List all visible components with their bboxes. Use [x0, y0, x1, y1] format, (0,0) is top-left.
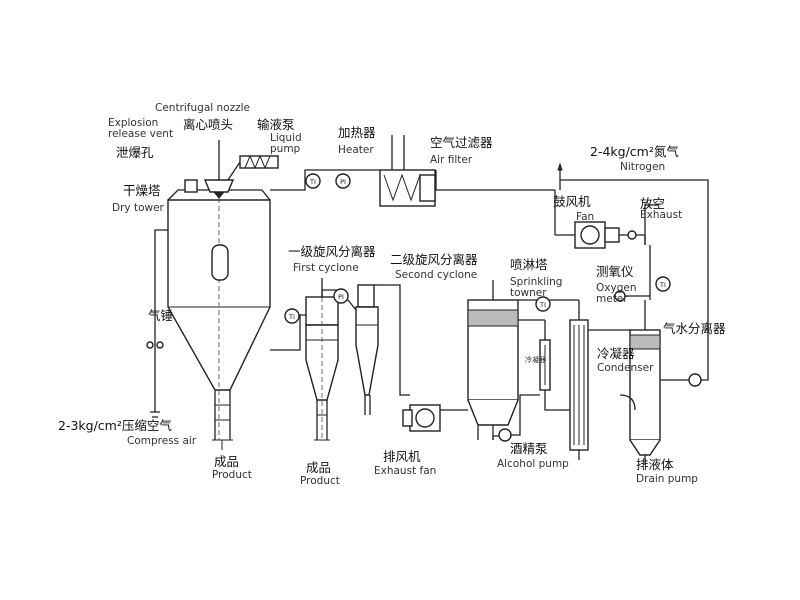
air-filter-label-en: Air filter	[430, 154, 473, 166]
explosion-release-vent	[184, 179, 198, 193]
condenser-label-en: Condenser	[597, 362, 654, 374]
alcohol-pump-label-en: Alcohol pump	[497, 458, 569, 470]
alcohol-pump-label-cn: 酒精泵	[510, 441, 548, 456]
centrifugal-nozzle-label-cn: 离心喷头	[183, 117, 234, 132]
pi-gauge-2-label: PI	[338, 293, 344, 301]
product-label-2-en: Product	[300, 475, 340, 487]
nitrogen-label-en: Nitrogen	[620, 161, 666, 173]
compress-air-label-cn: 2-3kg/cm²压缩空气	[58, 418, 172, 433]
first-cyclone-label-cn: 一级旋风分离器	[288, 244, 376, 259]
fan	[554, 190, 646, 249]
dry-tower-label-cn: 干燥塔	[123, 183, 161, 198]
ti-gauge-4	[655, 276, 671, 292]
alcohol-pump	[498, 394, 540, 442]
pi-gauge-2	[333, 288, 349, 304]
oxygen-meter-label-cn: 测氧仪	[596, 264, 634, 279]
explosion-vent-label-cn: 泄爆孔	[116, 145, 154, 160]
liquid-pump-label-cn: 输液泵	[257, 117, 295, 132]
exhaust-label-cn: 放空	[640, 196, 666, 211]
second-cyclone-label-en: Second cyclone	[395, 269, 478, 281]
pi-gauge-1	[335, 173, 351, 189]
oxygen-meter-label-en: Oxygen meter	[596, 282, 637, 306]
liquid-pump	[227, 154, 279, 181]
ti-gauge-2-label: TI	[289, 313, 295, 321]
cyclone-link-pipe	[321, 289, 357, 311]
second-cyclone-label-cn: 二级旋风分离器	[390, 252, 478, 267]
hammer-label-cn: 气锤	[148, 308, 174, 323]
heater-label-en: Heater	[338, 144, 374, 156]
ti-gauge-1	[305, 173, 321, 189]
heater-label-cn: 加热器	[338, 125, 376, 140]
sprinkling-label-cn: 喷淋塔	[510, 257, 548, 272]
pi-gauge-1-label: PI	[340, 178, 346, 186]
exhaust-fan	[385, 284, 468, 432]
sprinkling-label-en: Sprinkling towner	[510, 276, 563, 300]
sprinkling-tower	[467, 280, 545, 440]
product-label-2-cn: 成品	[306, 460, 332, 475]
tower-to-cyclone-pipe	[270, 314, 306, 351]
exhaust-label-en: Exhaust	[640, 209, 683, 221]
oxygen-meter	[614, 290, 650, 302]
first-cyclone	[305, 278, 339, 441]
separator-label-cn: 气水分离器	[663, 321, 726, 336]
fan-label-cn: 鼓风机	[553, 194, 591, 209]
exhaust-vent	[644, 204, 658, 300]
fan-label-en: Fan	[576, 211, 595, 223]
small-condenser-label-cn: 冷凝器	[525, 356, 546, 364]
liquid-pump-label-en: Liquid pump	[270, 132, 302, 156]
air-filter	[419, 174, 436, 202]
ti-gauge-3-label: TI	[540, 301, 546, 309]
drain-pump-label-cn: 排液体	[636, 457, 674, 472]
exhaust-fan-label-en: Exhaust fan	[374, 465, 437, 477]
first-cyclone-label-en: First cyclone	[293, 262, 359, 274]
gas-water-separator	[605, 300, 702, 465]
ti-gauge-2	[284, 308, 300, 324]
small-condenser	[539, 320, 560, 411]
ti-gauge-1-label: TI	[310, 178, 316, 186]
compress-air-label-en: Compress air	[127, 435, 197, 447]
nitrogen-label-cn: 2-4kg/cm²氮气	[590, 144, 679, 159]
hot-air-pipe	[270, 169, 555, 191]
second-cyclone	[355, 284, 385, 415]
centrifugal-nozzle	[203, 140, 235, 199]
dry-tower-label-en: Dry tower	[112, 202, 164, 214]
ti-gauge-4-label: TI	[660, 281, 666, 289]
air-filter-label-cn: 空气过滤器	[430, 135, 493, 150]
product-label-1-cn: 成品	[214, 454, 240, 469]
exhaust-fan-label-cn: 排风机	[383, 449, 421, 464]
explosion-vent-label-en: Explosion release vent	[108, 117, 174, 141]
dry-tower	[167, 189, 271, 450]
drain-pump-label-en: Drain pump	[636, 473, 698, 485]
product-label-1-en: Product	[212, 469, 252, 481]
centrifugal-nozzle-label-en: Centrifugal nozzle	[155, 102, 250, 114]
compress-air-line	[146, 229, 168, 418]
condenser	[518, 299, 605, 460]
ti-gauge-3	[535, 296, 551, 312]
condenser-label-cn: 冷凝器	[597, 346, 635, 361]
